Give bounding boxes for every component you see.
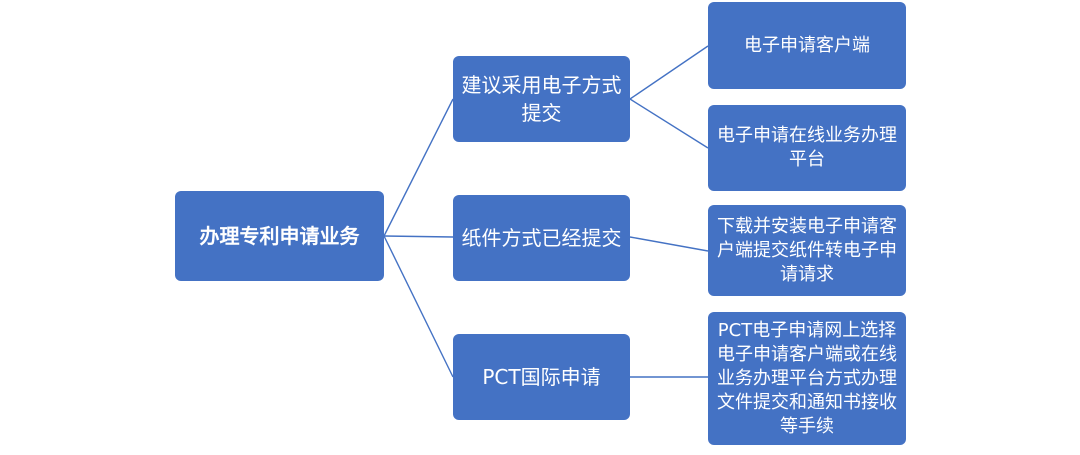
connector-electronic-to-client <box>629 45 709 100</box>
connector-root-to-paper <box>383 235 454 238</box>
branch-paper-submitted-label: 纸件方式已经提交 <box>461 226 622 250</box>
root-node-label: 办理专利申请业务 <box>199 224 360 248</box>
connector-paper-to-conversion <box>629 236 709 252</box>
branch-pct-application-label: PCT国际申请 <box>482 365 601 389</box>
branch-paper-submitted: 纸件方式已经提交 <box>453 195 630 281</box>
connector-root-to-electronic <box>383 98 454 237</box>
leaf-pct-procedure-label: PCT电子申请网上选择电子申请客户端或在线业务办理平台方式办理文件提交和通知书接… <box>717 319 897 437</box>
branch-pct-application: PCT国际申请 <box>453 334 630 420</box>
leaf-online-platform-label: 电子申请在线业务办理平台 <box>717 125 897 170</box>
leaf-paper-conversion: 下载并安装电子申请客户端提交纸件转电子申请请求 <box>708 205 906 296</box>
leaf-online-platform: 电子申请在线业务办理平台 <box>708 105 906 191</box>
root-node: 办理专利申请业务 <box>175 191 384 281</box>
leaf-paper-conversion-label: 下载并安装电子申请客户端提交纸件转电子申请请求 <box>717 215 897 285</box>
connector-electronic-to-platform <box>629 98 709 149</box>
branch-electronic-submission: 建议采用电子方式提交 <box>453 56 630 142</box>
branch-electronic-submission-label: 建议采用电子方式提交 <box>461 73 622 125</box>
leaf-pct-procedure: PCT电子申请网上选择电子申请客户端或在线业务办理平台方式办理文件提交和通知书接… <box>708 312 906 445</box>
leaf-client: 电子申请客户端 <box>708 2 906 89</box>
leaf-client-label: 电子申请客户端 <box>744 34 870 56</box>
connector-root-to-pct <box>383 235 454 378</box>
